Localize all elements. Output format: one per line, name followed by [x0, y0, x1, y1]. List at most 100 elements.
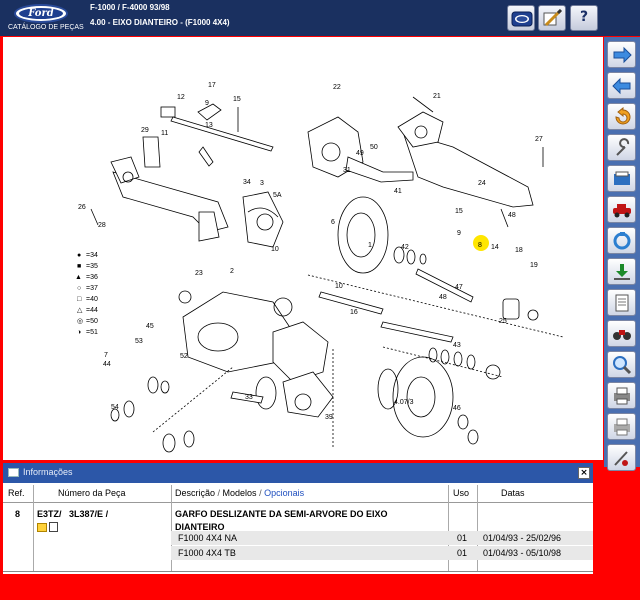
- model-use: 01: [457, 548, 468, 558]
- svg-text:14: 14: [491, 244, 499, 251]
- refresh-icon: [613, 232, 631, 250]
- info-titlebar: Informações ×: [3, 463, 593, 483]
- search-button[interactable]: [607, 320, 636, 347]
- svg-text:44: 44: [103, 361, 111, 368]
- arrow-right-icon: [613, 46, 632, 64]
- logo-word: Ford: [28, 8, 54, 19]
- book-icon: [614, 171, 630, 185]
- info-title: Informações: [23, 467, 73, 477]
- ford-home-button[interactable]: [507, 5, 535, 31]
- svg-text:24: 24: [478, 180, 486, 187]
- svg-text:5A: 5A: [273, 192, 282, 199]
- back-button[interactable]: [607, 103, 636, 130]
- svg-text:=36: =36: [86, 274, 98, 281]
- notes-icon[interactable]: [49, 522, 58, 532]
- svg-text:=35: =35: [86, 263, 98, 270]
- arrow-left-icon: [612, 77, 631, 95]
- svg-text:41: 41: [394, 188, 402, 195]
- window-icon: [8, 468, 19, 477]
- folder-icon[interactable]: [37, 523, 47, 532]
- edit-tools-icon: [614, 451, 628, 466]
- info-panel: Informações × Ref. Número da Peça Descri…: [3, 463, 593, 574]
- next-button[interactable]: [607, 41, 636, 68]
- svg-text:28: 28: [98, 222, 106, 229]
- row-ref: 8: [15, 509, 21, 519]
- print-preview-button[interactable]: [607, 413, 636, 440]
- svg-text:▲: ▲: [75, 274, 82, 281]
- table-header: Ref. Número da Peça Descrição / Modelos …: [3, 485, 593, 503]
- svg-text:52: 52: [180, 353, 188, 360]
- exploded-parts-diagram[interactable]: 17 12 9 13 15 22 21 27 29 11 50 49 34 28…: [3, 37, 603, 460]
- svg-text:○: ○: [77, 285, 81, 292]
- col-part: Número da Peça: [58, 488, 126, 498]
- row-desc-line2: DIANTEIRO: [175, 522, 225, 532]
- ford-logo: Ford CATÁLOGO DE PEÇAS: [8, 3, 84, 33]
- svg-text:6: 6: [331, 219, 335, 226]
- tools-icon: [616, 138, 630, 156]
- info-close-button[interactable]: ×: [578, 467, 590, 479]
- svg-text:=50: =50: [86, 318, 98, 325]
- logo-caption: CATÁLOGO DE PEÇAS: [8, 24, 84, 31]
- print-button[interactable]: [607, 382, 636, 409]
- svg-text:26: 26: [78, 204, 86, 211]
- printer-icon: [614, 387, 630, 405]
- svg-text:□: □: [77, 296, 82, 303]
- model-dates: 01/04/93 - 25/02/96: [483, 533, 562, 543]
- edit-button[interactable]: [538, 5, 566, 31]
- svg-text:33: 33: [245, 394, 253, 401]
- tools-button[interactable]: [607, 134, 636, 161]
- svg-text:25: 25: [499, 318, 507, 325]
- svg-text:47: 47: [455, 284, 463, 291]
- ford-badge-icon: [511, 11, 533, 27]
- document-button[interactable]: [607, 289, 636, 316]
- highlight-marker[interactable]: [473, 235, 489, 251]
- svg-text:3: 3: [260, 180, 264, 187]
- svg-text:10: 10: [335, 283, 343, 290]
- vehicle-button[interactable]: [607, 196, 636, 223]
- catalog-button[interactable]: [607, 165, 636, 192]
- document-icon: [615, 294, 629, 312]
- previous-button[interactable]: [607, 72, 636, 99]
- svg-text:13: 13: [205, 122, 213, 129]
- svg-text:42: 42: [401, 244, 409, 251]
- svg-text:11: 11: [161, 130, 168, 137]
- svg-text:29: 29: [141, 127, 149, 134]
- row-desc-line1: GARFO DESLIZANTE DA SEMI-ARVORE DO EIXO: [175, 509, 388, 519]
- svg-text:54: 54: [111, 404, 119, 411]
- svg-text:=34: =34: [86, 252, 98, 259]
- svg-text:8: 8: [478, 242, 482, 249]
- zoom-icon: [613, 356, 632, 375]
- svg-text:15: 15: [233, 96, 241, 103]
- svg-text:●: ●: [77, 252, 81, 259]
- svg-text:18: 18: [515, 247, 523, 254]
- download-button[interactable]: [607, 258, 636, 285]
- svg-text:23: 23: [195, 270, 203, 277]
- model-use: 01: [457, 533, 468, 543]
- svg-text:16: 16: [350, 309, 358, 316]
- refresh-button[interactable]: [607, 227, 636, 254]
- help-button[interactable]: ?: [570, 5, 598, 31]
- svg-text:■: ■: [77, 263, 81, 270]
- vehicle-icon: [613, 204, 631, 218]
- svg-text:34: 34: [243, 179, 251, 186]
- svg-text:53: 53: [135, 338, 143, 345]
- row-part-number[interactable]: E3TZ/ 3L387/E /: [37, 509, 109, 519]
- svg-text:=51: =51: [86, 329, 98, 336]
- help-icon: ?: [579, 9, 589, 25]
- svg-text:27: 27: [535, 136, 543, 143]
- col-desc: Descrição / Modelos / Opcionais: [175, 488, 305, 498]
- svg-text:=37: =37: [86, 285, 98, 292]
- zoom-button[interactable]: [607, 351, 636, 378]
- model-dates: 01/04/93 - 05/10/98: [483, 548, 562, 558]
- col-dates: Datas: [501, 488, 525, 498]
- svg-text:15: 15: [455, 208, 463, 215]
- svg-text:46: 46: [453, 405, 461, 412]
- edit-tools-button[interactable]: [607, 444, 636, 471]
- svg-text:22: 22: [333, 84, 341, 91]
- binoculars-icon: [613, 330, 631, 340]
- svg-text:4.07/3: 4.07/3: [394, 399, 414, 406]
- svg-text:48: 48: [508, 212, 516, 219]
- model-name: F1000 4X4 TB: [178, 548, 236, 558]
- svg-text:31: 31: [343, 167, 351, 174]
